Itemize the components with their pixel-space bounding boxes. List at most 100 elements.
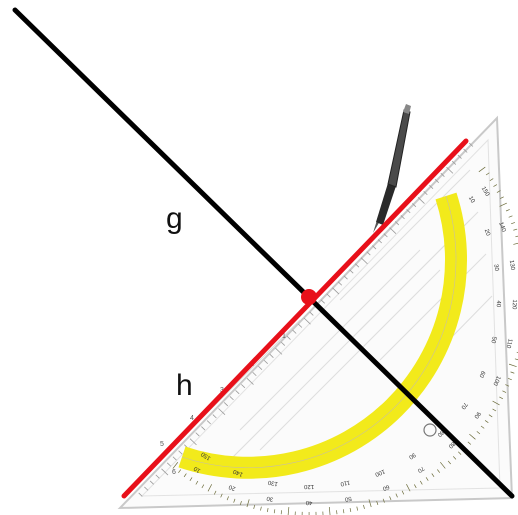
protractor-tick bbox=[492, 400, 500, 406]
ruler-tick bbox=[400, 215, 405, 220]
ruler-tick bbox=[201, 426, 206, 431]
grid-line bbox=[339, 169, 471, 301]
protractor-tick bbox=[246, 499, 250, 508]
ruler-tick bbox=[172, 456, 177, 461]
protractor-tick bbox=[515, 235, 518, 238]
protractor-outer-label: 70 bbox=[416, 465, 425, 474]
protractor-outer-label: 20 bbox=[228, 483, 237, 491]
protractor-tick bbox=[440, 461, 446, 469]
protractor-tick bbox=[342, 509, 345, 514]
protractor-outer-label: 140 bbox=[497, 221, 506, 233]
pen-clip bbox=[403, 104, 411, 114]
protractor-band-edge bbox=[181, 195, 457, 469]
ruler-tick bbox=[355, 263, 360, 268]
ruler-tick bbox=[275, 347, 283, 355]
protractor-tick bbox=[467, 441, 472, 445]
grid-line bbox=[259, 269, 441, 451]
ruler-tick bbox=[394, 221, 400, 226]
pen-tip bbox=[373, 220, 380, 233]
protractor-tick bbox=[356, 506, 359, 511]
protractor-tick bbox=[489, 178, 494, 182]
ruler-tick bbox=[252, 372, 257, 377]
protractor-tick bbox=[516, 351, 518, 353]
ruler-number: 5 bbox=[160, 441, 164, 448]
protractor-tick bbox=[447, 460, 451, 465]
protractor-tick bbox=[484, 420, 489, 423]
ruler-tick bbox=[417, 197, 425, 204]
protractor-tick bbox=[493, 184, 498, 187]
protractor-tick bbox=[395, 493, 398, 498]
ruler-tick bbox=[451, 160, 457, 165]
protractor-inner-label: 130 bbox=[267, 479, 279, 487]
label-g: g bbox=[166, 202, 183, 235]
ruler-tick bbox=[155, 474, 160, 479]
protractor-inner-label: 110 bbox=[339, 479, 350, 487]
protractor-inner-label: 20 bbox=[483, 228, 491, 237]
protractor-tick bbox=[431, 473, 435, 477]
ruler-tick bbox=[389, 227, 397, 234]
grid-line bbox=[379, 253, 487, 361]
protractor-inner-label: 100 bbox=[373, 468, 385, 478]
protractor-outer-label: 60 bbox=[381, 483, 390, 491]
protractor-tick bbox=[469, 433, 476, 440]
protractor-tick bbox=[505, 384, 510, 387]
protractor-inner-label: 80 bbox=[435, 429, 444, 438]
protractor-tick bbox=[511, 222, 516, 225]
ruler-tick bbox=[235, 390, 240, 395]
ruler-tick bbox=[360, 257, 368, 265]
protractor-tick bbox=[508, 215, 513, 218]
protractor-tick bbox=[507, 377, 512, 381]
protractor-outer-label: 100 bbox=[491, 375, 501, 387]
protractor-tick bbox=[273, 509, 276, 514]
ruler-tick bbox=[195, 432, 200, 437]
protractor-outer-label: 130 bbox=[508, 260, 516, 271]
ruler-tick bbox=[246, 378, 254, 385]
protractor-tick bbox=[363, 504, 365, 509]
ruler-tick bbox=[149, 480, 154, 485]
protractor-tick bbox=[280, 510, 283, 515]
ruler-number: 1 bbox=[282, 333, 286, 340]
set-square-inner-edge bbox=[140, 138, 501, 497]
protractor-inner-label: 40 bbox=[495, 300, 501, 308]
grid-line bbox=[239, 249, 421, 431]
ruler-tick bbox=[144, 486, 149, 491]
ruler-tick bbox=[229, 396, 234, 401]
label-h: h bbox=[176, 369, 193, 402]
protractor-outer-label: 40 bbox=[305, 499, 312, 505]
set-square-icon: 1 2 3 4 5 6 bbox=[117, 115, 514, 510]
ruler-tick bbox=[440, 172, 445, 177]
ruler-tick bbox=[412, 203, 417, 208]
ruler-tick bbox=[303, 317, 311, 325]
protractor-tick bbox=[492, 408, 497, 412]
ruler-tick bbox=[423, 191, 428, 196]
ruler-tick bbox=[320, 299, 325, 304]
protractor-tick bbox=[502, 390, 507, 393]
ruler-tick bbox=[377, 239, 382, 244]
protractor-tick bbox=[513, 228, 518, 231]
protractor-outer-label: 90 bbox=[472, 410, 481, 419]
protractor-tick bbox=[389, 496, 392, 501]
protractor-outer-label: 110 bbox=[505, 338, 513, 349]
protractor-tick bbox=[349, 507, 352, 513]
protractor-crosshair bbox=[423, 423, 437, 437]
ruler-tick bbox=[212, 414, 217, 419]
ruler-tick bbox=[298, 323, 303, 328]
ruler-ticks bbox=[138, 142, 474, 497]
protractor-tick bbox=[239, 501, 242, 506]
ruler-tick bbox=[206, 420, 211, 425]
protractor-tick bbox=[220, 493, 223, 498]
ruler-tick bbox=[469, 142, 474, 147]
protractor-tick bbox=[505, 209, 510, 212]
protractor-tick bbox=[499, 202, 507, 207]
ruler-tick bbox=[332, 287, 340, 295]
protractor-tick bbox=[189, 477, 193, 481]
protractor-tick bbox=[207, 484, 213, 492]
protractor-inner-label: 50 bbox=[489, 336, 497, 345]
protractor-tick bbox=[419, 480, 423, 485]
protractor-outer-label: 30 bbox=[266, 495, 274, 502]
ruler-tick bbox=[263, 359, 268, 364]
